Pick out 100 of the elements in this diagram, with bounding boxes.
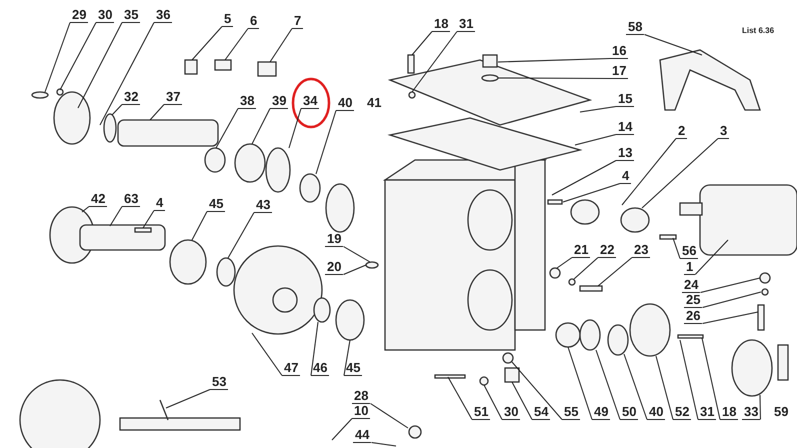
callout-number: 1 <box>684 260 696 275</box>
callout-number: 42 <box>89 192 108 207</box>
leader-line <box>216 108 238 148</box>
leader-line <box>672 238 680 259</box>
callout-number: 18 <box>432 17 450 32</box>
leader-line <box>142 210 154 228</box>
callout-number: 19 <box>325 232 344 247</box>
callout-number: 21 <box>572 243 590 258</box>
leader-line <box>512 382 532 420</box>
leader-line <box>270 28 292 62</box>
callout-number: 33 <box>742 405 760 420</box>
callout-number: 30 <box>502 405 520 420</box>
leader-line <box>580 106 616 112</box>
leader-line <box>44 22 70 92</box>
callout-number: 15 <box>616 92 634 107</box>
leader-line <box>624 354 648 420</box>
leader-line <box>574 134 616 146</box>
leader-line <box>224 28 248 60</box>
callout-number: 40 <box>647 405 666 420</box>
callout-number: 40 <box>336 96 354 111</box>
leader-line <box>78 22 122 108</box>
leader-line <box>310 322 318 376</box>
callout-number: 52 <box>673 405 692 420</box>
callout-number: 20 <box>325 260 344 275</box>
leader-line <box>252 332 282 376</box>
callout-number: 44 <box>353 428 372 443</box>
callout-number: 32 <box>122 90 140 105</box>
callout-number: 25 <box>684 293 702 308</box>
leader-line <box>760 394 761 420</box>
leader-line <box>656 356 674 420</box>
leader-line <box>498 58 610 62</box>
callout-number: 58 <box>626 20 644 35</box>
callout-number: 31 <box>698 405 716 420</box>
callout-number: 36 <box>154 8 172 23</box>
callout-number: 46 <box>311 361 330 376</box>
callout-number: 30 <box>96 8 114 23</box>
leader-line <box>332 418 352 440</box>
callout-number: 26 <box>684 309 702 324</box>
leader-line <box>342 246 370 262</box>
leader-line <box>60 22 96 90</box>
leader-line <box>150 104 164 120</box>
leader-line <box>694 240 728 275</box>
callout-number: 16 <box>610 44 628 59</box>
callout-number: 59 <box>773 405 790 419</box>
sheet-number: List 6.36 <box>741 26 776 36</box>
leader-line <box>192 26 222 60</box>
leader-line <box>552 160 616 196</box>
leader-line <box>498 78 610 79</box>
leader-line <box>112 104 122 116</box>
leader-line <box>574 257 598 280</box>
leader-line <box>316 110 336 174</box>
callout-number: 4 <box>154 196 166 211</box>
callout-number: 55 <box>562 405 580 420</box>
callout-number: 31 <box>457 17 476 32</box>
callout-number: 43 <box>254 198 272 213</box>
leader-line <box>370 442 396 446</box>
leader-line <box>166 389 210 408</box>
callout-number: 14 <box>616 120 634 135</box>
leader-line <box>288 108 302 148</box>
callout-number: 13 <box>616 146 634 161</box>
callout-number: 6 <box>248 14 260 29</box>
leader-line <box>622 138 676 206</box>
callout-number: 38 <box>238 94 256 109</box>
leader-line <box>100 22 154 126</box>
leader-line <box>252 108 270 144</box>
callout-number: 29 <box>70 8 88 23</box>
leader-line <box>370 403 408 428</box>
leader-line <box>568 346 592 420</box>
callout-number: 51 <box>472 405 490 420</box>
callout-number: 7 <box>292 14 304 29</box>
leader-line <box>484 384 502 420</box>
callout-number: 4 <box>620 169 632 184</box>
leader-line <box>596 350 620 420</box>
leader-line <box>192 211 208 240</box>
leader-line <box>412 31 432 56</box>
callout-number: 45 <box>344 361 362 376</box>
leader-line <box>556 257 572 268</box>
leader-line <box>700 278 760 293</box>
callout-number: 22 <box>598 243 616 258</box>
callout-number: 3 <box>718 124 730 139</box>
callout-number: 17 <box>610 64 628 79</box>
leader-line <box>512 362 562 420</box>
leader-line <box>644 34 702 56</box>
callout-number: 50 <box>620 405 638 420</box>
leader-line <box>448 376 472 420</box>
callout-number: 28 <box>352 389 370 404</box>
leader-line <box>598 257 632 286</box>
leader-line <box>82 206 90 212</box>
leader-line <box>562 183 620 202</box>
leader-line <box>702 292 762 308</box>
leader-line <box>702 312 758 324</box>
leader-line <box>342 264 366 275</box>
callout-number: 37 <box>164 90 182 105</box>
callout-number: 23 <box>632 243 650 258</box>
callout-number: 53 <box>210 375 228 390</box>
callout-number: 10 <box>352 404 370 419</box>
leader-line <box>110 206 122 226</box>
callout-number: 35 <box>122 8 140 23</box>
callout-number: 49 <box>592 405 610 420</box>
leader-line <box>344 340 350 376</box>
